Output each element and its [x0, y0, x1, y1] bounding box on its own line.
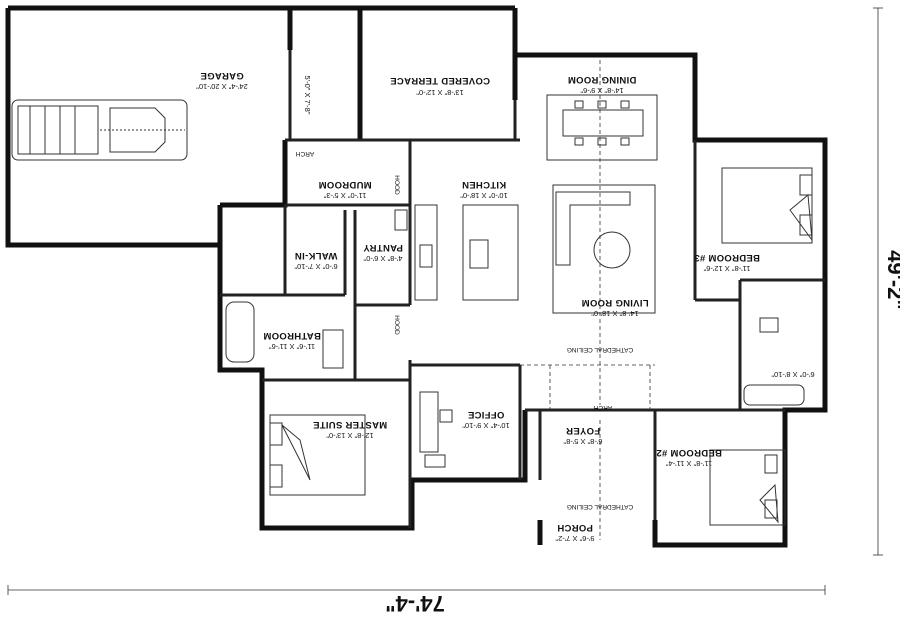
foyer-dims: 6'-8" X 5'-8" — [563, 437, 602, 446]
truck-icon — [11, 99, 188, 161]
dining-table-icon — [546, 94, 658, 161]
living-room-label: LIVING ROOM — [581, 297, 648, 308]
bath2-dims: 6'-0" X 8'-10" — [771, 370, 815, 379]
plan-notes: ARCH ARCH HOOD HOOD CATHEDRAL CEILING CA… — [295, 150, 633, 510]
mudroom-label: MUDROOM — [318, 179, 371, 190]
dimension-lines — [7, 7, 883, 595]
foyer-label: FOYER — [566, 425, 600, 436]
kitchen-dims: 10'-0" X 18'-0" — [460, 191, 508, 200]
dining-room-dims: 14'-8" X 9'-6" — [580, 86, 624, 95]
bed-icon — [721, 167, 813, 244]
pantry-label: PANTRY — [363, 242, 403, 253]
covered-terrace-dims: 13'-8" X 12'-0" — [416, 88, 464, 97]
kitchen-island-icon — [394, 204, 519, 301]
garage-dims: 24'-4" X 20'-10" — [196, 82, 248, 91]
arch-note-mudroom: ARCH — [295, 150, 314, 157]
bathroom-label: BATHROOM — [263, 330, 321, 341]
master-bed-icon — [269, 414, 366, 496]
bedroom2-dims: 11'-8" X 11'-4" — [666, 459, 713, 468]
dining-room-label: DINING ROOM — [568, 74, 637, 85]
bathroom-dims: 11'-6" X 11'-6" — [269, 342, 316, 351]
mudroom-dims: 11'-0" X 5'-3" — [323, 191, 366, 200]
interior-walls — [220, 50, 825, 528]
sofa-icon — [552, 184, 656, 314]
dashed-lines — [520, 60, 655, 540]
office-dims: 10'-4" X 9'-10" — [462, 421, 510, 430]
office-label: OFFICE — [468, 409, 505, 420]
living-room-dims: 14'-8" X 18'-0" — [591, 309, 639, 318]
storage-dims: 5'-0" X 7'-8" — [303, 75, 312, 114]
cathedral-ceiling-note-living: CATHEDRAL CEILING — [567, 346, 633, 353]
bedroom2-label: BEDROOM #2 — [656, 447, 722, 458]
hood-note-2: HOOD — [393, 315, 400, 335]
overall-depth: 49'-2" — [883, 250, 900, 310]
desk-icon — [419, 391, 453, 468]
kitchen-label: KITCHEN — [462, 179, 506, 190]
overall-width: 74'-4" — [385, 591, 445, 616]
room-labels: GARAGE 24'-4" X 20'-10" COVERED TERRACE … — [196, 70, 815, 543]
bedroom3-dims: 11'-8" X 12'-6" — [703, 264, 750, 273]
bathtub-icon — [225, 301, 805, 406]
bedroom3-label: BEDROOM #3 — [694, 252, 760, 263]
master-suite-dims: 12'-8" X 13'-0" — [326, 431, 374, 440]
porch-label: PORCH — [557, 522, 593, 533]
arch-note-foyer: ARCH — [593, 404, 612, 411]
walk-in-label: WALK-IN — [295, 250, 338, 261]
hood-note-1: HOOD — [393, 175, 400, 195]
covered-terrace-label: COVERED TERRACE — [390, 75, 490, 86]
master-suite-label: MASTER SUITE — [313, 419, 387, 430]
bed2-icon — [709, 449, 786, 526]
cathedral-ceiling-note-porch: CATHEDRAL CEILING — [567, 503, 633, 510]
garage-label: GARAGE — [200, 70, 244, 81]
pantry-dims: 4'-8" X 6'-0" — [363, 254, 402, 263]
porch-dims: 9'-6" X 7'-2" — [555, 534, 594, 543]
walk-in-dims: 6'-0" X 7'-10" — [294, 262, 338, 271]
